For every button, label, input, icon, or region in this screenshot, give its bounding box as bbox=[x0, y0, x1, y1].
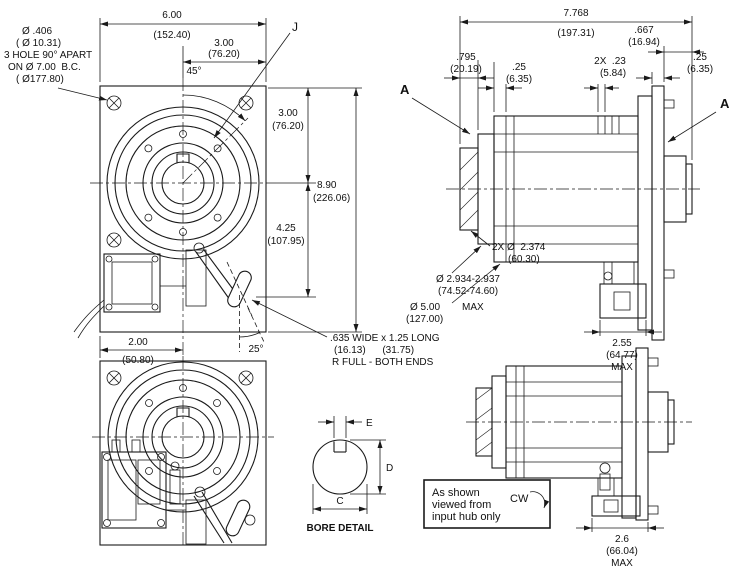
note-line-1: As shown bbox=[432, 487, 480, 499]
bore-circle bbox=[312, 439, 368, 495]
dim-667-mm: (16.94) bbox=[628, 37, 660, 48]
dim-bracket: 2.55 bbox=[612, 338, 632, 349]
dim-angle-45: 45° bbox=[186, 66, 201, 77]
j-leader bbox=[213, 32, 291, 139]
cw-rotation-arrow-icon bbox=[529, 491, 550, 509]
solenoid bbox=[73, 253, 186, 339]
front-view-secondary bbox=[92, 356, 274, 546]
solenoid-assembly bbox=[101, 439, 186, 529]
dim-max-dia-mm: (127.00) bbox=[406, 314, 443, 325]
hole-note-leader bbox=[57, 87, 108, 101]
hole-note-1: Ø .406 bbox=[22, 26, 52, 37]
centerlines bbox=[90, 78, 276, 356]
actuator-lever bbox=[185, 486, 256, 545]
mounting-flange bbox=[637, 85, 675, 341]
hole-note-4: ON Ø 7.00 B.C. bbox=[8, 62, 81, 73]
lever-slot bbox=[225, 499, 251, 537]
dim-right-2: 8.90 bbox=[317, 180, 337, 191]
dim-23-mm: (5.84) bbox=[600, 68, 626, 79]
dim-width-mm: (152.40) bbox=[153, 30, 190, 41]
dim-bracket-2-note: MAX bbox=[611, 558, 633, 569]
dim-width: 6.00 bbox=[162, 10, 182, 21]
mounting-flange bbox=[621, 347, 659, 521]
dim-667: .667 bbox=[634, 25, 654, 36]
dim-overall-mm: (197.31) bbox=[557, 28, 594, 39]
dim-25-left-mm: (6.35) bbox=[506, 74, 532, 85]
dim-e: E bbox=[366, 418, 373, 429]
side-view-section: 7.768 (197.31) .667 (16.94) .795 (20.19)… bbox=[400, 8, 730, 373]
section-label-a-right: A bbox=[720, 96, 730, 111]
dim-right-3: 4.25 bbox=[276, 223, 296, 234]
dim-max-dia: Ø 5.00 bbox=[410, 302, 440, 313]
output-hub bbox=[647, 391, 675, 453]
dim-23: 2X .23 bbox=[594, 56, 626, 67]
dim-795: .795 bbox=[456, 52, 476, 63]
angle-arc-45 bbox=[182, 94, 246, 122]
bore-detail: E D C BORE DETAIL bbox=[306, 416, 393, 534]
dim-bottom: 2.00 bbox=[128, 337, 148, 348]
dim-pilot-dia: Ø 2.934-2.937 bbox=[436, 274, 500, 285]
torque-bracket bbox=[599, 262, 647, 319]
dim-25-right: .25 bbox=[693, 52, 707, 63]
note-line-2: viewed from bbox=[432, 499, 491, 511]
side-view-dimensions: 7.768 (197.31) .667 (16.94) .795 (20.19)… bbox=[400, 8, 730, 373]
dim-overall: 7.768 bbox=[563, 8, 588, 19]
dim-right-1: 3.00 bbox=[278, 108, 298, 119]
clutch-body bbox=[493, 115, 639, 263]
label-j: J bbox=[292, 20, 298, 34]
dim-d: D bbox=[386, 463, 393, 474]
dim-bracket-2: 2.6 bbox=[615, 534, 629, 545]
dim-slot-angle: 25° bbox=[248, 344, 263, 355]
dim-795-mm: (20.19) bbox=[450, 64, 482, 75]
dim-half-width: 3.00 bbox=[214, 38, 234, 49]
dim-max-dia-note: MAX bbox=[462, 302, 484, 313]
viewing-direction-note: As shown viewed from input hub only CW bbox=[423, 479, 551, 529]
dim-25-right-mm: (6.35) bbox=[687, 64, 713, 75]
bore-detail-caption: BORE DETAIL bbox=[306, 523, 373, 534]
dim-right-2-mm: (226.06) bbox=[313, 193, 350, 204]
section-leader-left bbox=[411, 97, 471, 135]
side-view-secondary: 2.6 (66.04) MAX bbox=[466, 347, 692, 569]
front-view: 6.00 (152.40) 3.00 (76.20) 45° J Ø .406 … bbox=[4, 10, 440, 368]
dim-c: C bbox=[336, 496, 343, 507]
dim-hub-dia-mm: (60.30) bbox=[508, 254, 540, 265]
torque-bracket bbox=[591, 462, 641, 517]
bore-keyway bbox=[333, 441, 347, 453]
rotation-label: CW bbox=[510, 493, 529, 505]
bore-dimensions: E D C bbox=[312, 416, 393, 514]
dim-bracket-2-mm: (66.04) bbox=[606, 546, 638, 557]
dim-right-3-mm: (107.95) bbox=[267, 236, 304, 247]
note-line-3: input hub only bbox=[432, 511, 501, 523]
slot-note-2: (16.13) (31.75) bbox=[334, 345, 414, 356]
dim-half-width-mm: (76.20) bbox=[208, 49, 240, 60]
mounting-hole-markers bbox=[106, 370, 254, 386]
actuator-lever bbox=[185, 242, 265, 352]
centerlines bbox=[92, 356, 274, 545]
dim-hub-dia: 2X Ø 2.374 bbox=[492, 242, 546, 253]
dim-25-left: .25 bbox=[512, 62, 526, 73]
dim-pilot-dia-mm: (74.52-74.60) bbox=[438, 286, 498, 297]
angle-arc-25 bbox=[239, 332, 260, 338]
side-view-2-dimensions: 2.6 (66.04) MAX bbox=[576, 518, 664, 569]
front-view-dimensions: 6.00 (152.40) 3.00 (76.20) 45° J Ø .406 … bbox=[4, 10, 440, 368]
section-label-a-left: A bbox=[400, 82, 410, 97]
lead-wire bbox=[73, 299, 105, 333]
hole-note-2: ( Ø 10.31) bbox=[16, 38, 61, 49]
hole-note-5: ( Ø177.80) bbox=[16, 74, 64, 85]
slot-note-1: .635 WIDE x 1.25 LONG bbox=[330, 333, 440, 344]
dim-right-1-mm: (76.20) bbox=[272, 121, 304, 132]
slot-note-leader bbox=[251, 299, 328, 338]
note-box-border bbox=[423, 479, 551, 529]
output-hub bbox=[663, 155, 693, 223]
lever-slot bbox=[227, 270, 252, 308]
lead-wire bbox=[77, 305, 105, 339]
hole-note-3: 3 HOLE 90° APART bbox=[4, 50, 92, 61]
slot-note-3: R FULL - BOTH ENDS bbox=[332, 357, 434, 368]
section-leader-right bbox=[667, 111, 717, 143]
